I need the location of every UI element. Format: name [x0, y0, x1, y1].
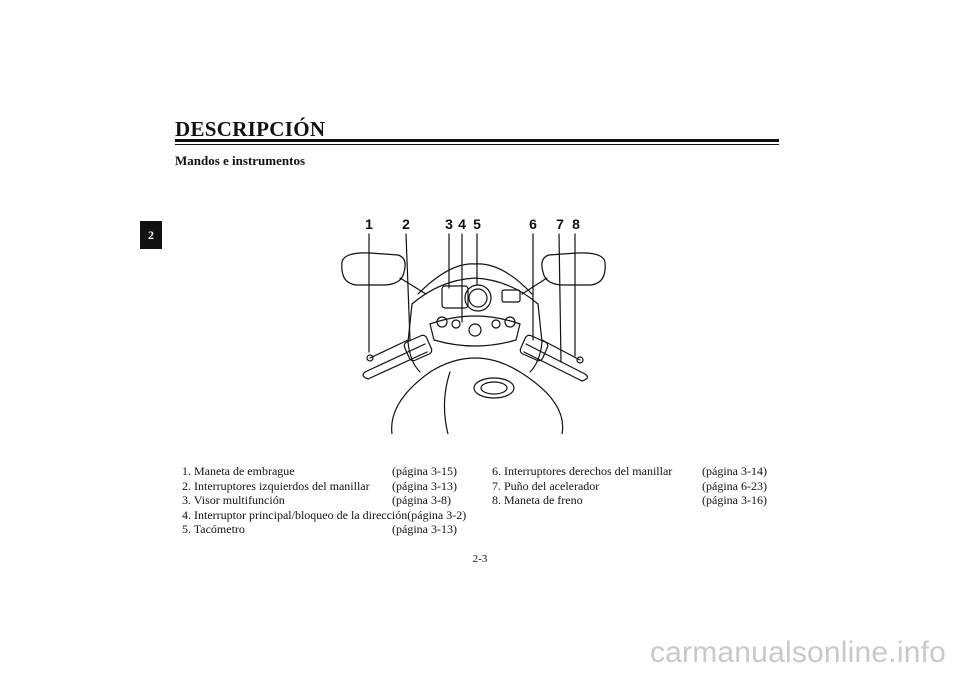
legend-item: 3. Visor multifunción (página 3-8)	[182, 493, 464, 508]
callout-7: 7	[556, 216, 564, 232]
motorcycle-cockpit-drawing: 1 2 3 4 5 6 7 8	[341, 216, 606, 434]
callout-4: 4	[458, 216, 466, 232]
left-mirror	[341, 252, 406, 286]
legend-left-column: 1. Maneta de embrague (página 3-15) 2. I…	[182, 464, 467, 537]
chapter-tab: 2	[140, 221, 162, 249]
right-handlebar	[525, 343, 586, 375]
title-rule-thin	[175, 144, 779, 145]
legend-label: 5. Tacómetro	[182, 522, 245, 536]
legend-label: 7. Puño del acelerador	[492, 478, 600, 493]
legend-item: 5. Tacómetro (página 3-13)	[182, 522, 464, 537]
ignition-switch	[468, 323, 482, 337]
callout-3: 3	[445, 216, 453, 232]
fuel-tank	[429, 357, 564, 434]
legend-label: 3. Visor multifunción	[182, 493, 285, 507]
legend-label: 2. Interruptores izquierdos del manillar	[182, 478, 370, 493]
legend-item: 6. Interruptores derechos del manillar (…	[492, 464, 774, 479]
watermark: carmanualsonline.info	[649, 636, 946, 669]
callout-5: 5	[473, 216, 481, 232]
legend-page-ref: (página 3-13)	[392, 522, 457, 536]
legend-page-ref: (página 3-2)	[407, 507, 467, 522]
page-title: DESCRIPCIÓN	[175, 117, 326, 141]
right-mirror	[541, 252, 606, 286]
legend-label: 1. Maneta de embrague	[182, 464, 295, 478]
legend-item: 2. Interruptores izquierdos del manillar…	[182, 479, 464, 494]
legend-page-ref: (página 3-13)	[392, 478, 457, 493]
callout-8: 8	[572, 216, 580, 232]
left-switch-housing	[403, 334, 433, 362]
callout-1: 1	[365, 216, 373, 232]
legend-item: 7. Puño del acelerador (página 6-23)	[492, 479, 774, 494]
title-rule-thick	[175, 139, 779, 142]
legend-page-ref: (página 6-23)	[702, 478, 767, 493]
clutch-lever	[369, 339, 409, 359]
controls-illustration: 1 2 3 4 5 6 7 8	[330, 212, 620, 434]
legend-item: 8. Maneta de freno (página 3-16)	[492, 493, 774, 508]
legend-page-ref: (página 3-14)	[702, 464, 767, 478]
multifunction-display	[441, 285, 469, 309]
right-switch-housing	[519, 334, 549, 362]
left-handlebar	[364, 343, 426, 373]
callout-2: 2	[402, 216, 410, 232]
legend-item: 4. Interruptor principal/bloqueo de la d…	[182, 507, 467, 523]
section-subtitle: Mandos e instrumentos	[175, 153, 306, 168]
legend-page-ref: (página 3-8)	[392, 493, 451, 507]
page-number: 2-3	[472, 553, 488, 565]
legend-page-ref: (página 3-16)	[702, 493, 767, 507]
legend-page-ref: (página 3-15)	[392, 464, 457, 478]
fuel-cap	[473, 377, 515, 399]
legend-right-column: 6. Interruptores derechos del manillar (…	[492, 464, 774, 508]
callout-6: 6	[529, 216, 537, 232]
legend-label: 6. Interruptores derechos del manillar	[492, 464, 673, 478]
tachometer-dial	[464, 284, 492, 312]
legend-item: 1. Maneta de embrague (página 3-15)	[182, 464, 464, 479]
legend-label: 4. Interruptor principal/bloqueo de la d…	[182, 507, 408, 522]
legend-label: 8. Maneta de freno	[492, 493, 583, 507]
